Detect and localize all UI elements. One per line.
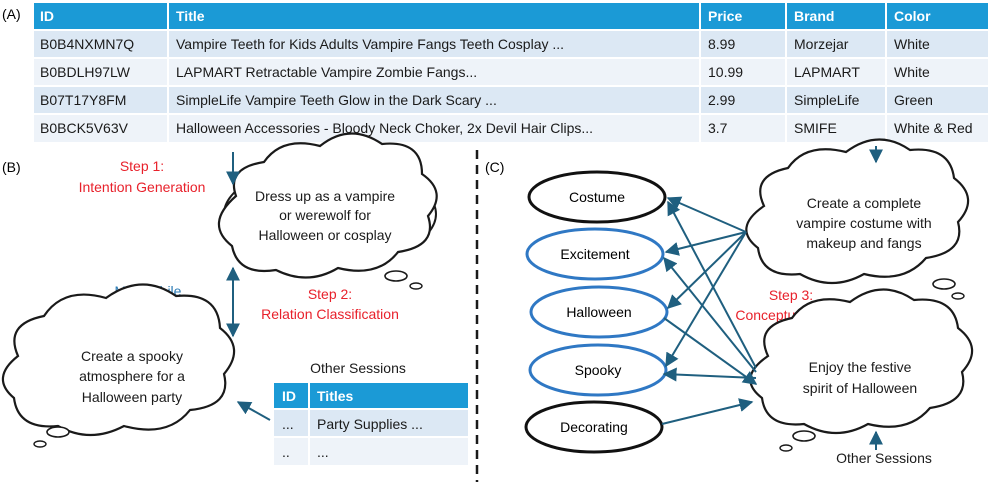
step3-label: Step 3: xyxy=(769,287,813,303)
panel-label-a: (A) xyxy=(2,6,21,22)
other-sessions-table: ID Titles ... Party Supplies ... .. ... xyxy=(274,383,468,465)
thought-cloud-vampire: Dress up as a vampire or werewolf for Ha… xyxy=(217,132,438,290)
other-sessions-caption: Other Sessions xyxy=(310,360,406,376)
mini-cell: ... xyxy=(317,444,329,460)
arrow-costume-cloud-to-costume xyxy=(666,196,747,233)
arrow-costume-cloud-to-spooky xyxy=(665,231,747,368)
mini-cell: .. xyxy=(282,444,290,460)
arrow-halloween-to-festive xyxy=(663,317,758,385)
arrow-festive-to-costume xyxy=(667,200,757,369)
panel-label-c: (C) xyxy=(485,159,504,175)
step1-title: Intention Generation xyxy=(79,179,206,195)
arrow-festive-to-excitement xyxy=(663,256,757,373)
arrow-costume-cloud-to-excitement xyxy=(664,231,747,256)
table-cell: 8.99 xyxy=(708,36,735,52)
table-cell: 10.99 xyxy=(708,64,743,80)
cloud-text: makeup and fangs xyxy=(806,235,921,251)
thought-cloud-costume: Create a complete vampire costume with m… xyxy=(745,138,970,300)
product-table: ID Title Price Brand Color B0B4NXMN7Q Va… xyxy=(34,3,988,142)
table-header-color: Color xyxy=(894,8,931,24)
table-cell: B0BCK5V63V xyxy=(40,120,129,136)
cloud-text: Halloween party xyxy=(82,389,182,405)
cloud-text: Create a complete xyxy=(807,195,922,211)
mini-cell: ... xyxy=(282,416,294,432)
cloud-text: atmosphere for a xyxy=(79,368,185,384)
concept-halloween: Halloween xyxy=(529,285,669,339)
table-header-price: Price xyxy=(708,8,742,24)
step2-title: Relation Classification xyxy=(261,306,399,322)
concept-label: Halloween xyxy=(566,304,631,320)
step2-label: Step 2: xyxy=(308,286,352,302)
concept-costume: Costume xyxy=(527,170,667,224)
concept-label: Decorating xyxy=(560,419,628,435)
table-cell: White & Red xyxy=(894,120,973,136)
table-header-brand: Brand xyxy=(794,8,834,24)
cloud-text: Dress up as a vampire xyxy=(255,188,395,204)
arrow-decorating-to-festive xyxy=(661,398,754,425)
table-cell: 2.99 xyxy=(708,92,735,108)
mini-header-id: ID xyxy=(282,388,296,404)
table-cell: B07T17Y8FM xyxy=(40,92,126,108)
thought-cloud-festive: Enjoy the festive spirit of Halloween xyxy=(749,288,974,452)
table-cell: B0BDLH97LW xyxy=(40,64,131,80)
cloud-text: spirit of Halloween xyxy=(803,380,917,396)
mini-header-titles: Titles xyxy=(317,388,354,404)
cloud-text: Create a spooky xyxy=(81,348,183,364)
table-cell: 3.7 xyxy=(708,120,728,136)
cloud-text: or werewolf for xyxy=(279,207,371,223)
concept-label: Spooky xyxy=(575,362,622,378)
thought-cloud-spooky-party: Create a spooky atmosphere for a Hallowe… xyxy=(1,283,236,448)
table-cell: Morzejar xyxy=(794,36,849,52)
cloud-text: vampire costume with xyxy=(796,215,931,231)
table-cell: LAPMART xyxy=(794,64,860,80)
table-cell: SimpleLife xyxy=(794,92,860,108)
concept-decorating: Decorating xyxy=(524,400,664,454)
table-header-title: Title xyxy=(176,8,205,24)
concept-spooky: Spooky xyxy=(528,343,668,397)
table-cell: SimpleLife Vampire Teeth Glow in the Dar… xyxy=(176,92,497,108)
table-cell: White xyxy=(894,64,930,80)
arrow-sessions-to-cloud xyxy=(236,401,271,421)
mini-cell: Party Supplies ... xyxy=(317,416,423,432)
arrow-costume-cloud-to-halloween xyxy=(666,231,747,309)
panel-label-b: (B) xyxy=(2,159,21,175)
cloud-text: Halloween or cosplay xyxy=(258,227,391,243)
concept-label: Costume xyxy=(569,189,625,205)
cloud-text: Enjoy the festive xyxy=(809,359,912,375)
table-cell: Green xyxy=(894,92,933,108)
bottom-other-sessions: Other Sessions xyxy=(836,450,932,466)
table-cell: Vampire Teeth for Kids Adults Vampire Fa… xyxy=(176,36,564,52)
concept-label: Excitement xyxy=(560,246,629,262)
table-cell: White xyxy=(894,36,930,52)
table-cell: SMIFE xyxy=(794,120,837,136)
table-cell: B0B4NXMN7Q xyxy=(40,36,134,52)
table-header-id: ID xyxy=(40,8,54,24)
step1-label: Step 1: xyxy=(120,158,164,174)
table-cell: Halloween Accessories - Bloody Neck Chok… xyxy=(176,120,593,136)
table-cell: LAPMART Retractable Vampire Zombie Fangs… xyxy=(176,64,477,80)
arrow-festive-to-spooky xyxy=(662,367,757,382)
concept-excitement: Excitement xyxy=(525,227,665,281)
